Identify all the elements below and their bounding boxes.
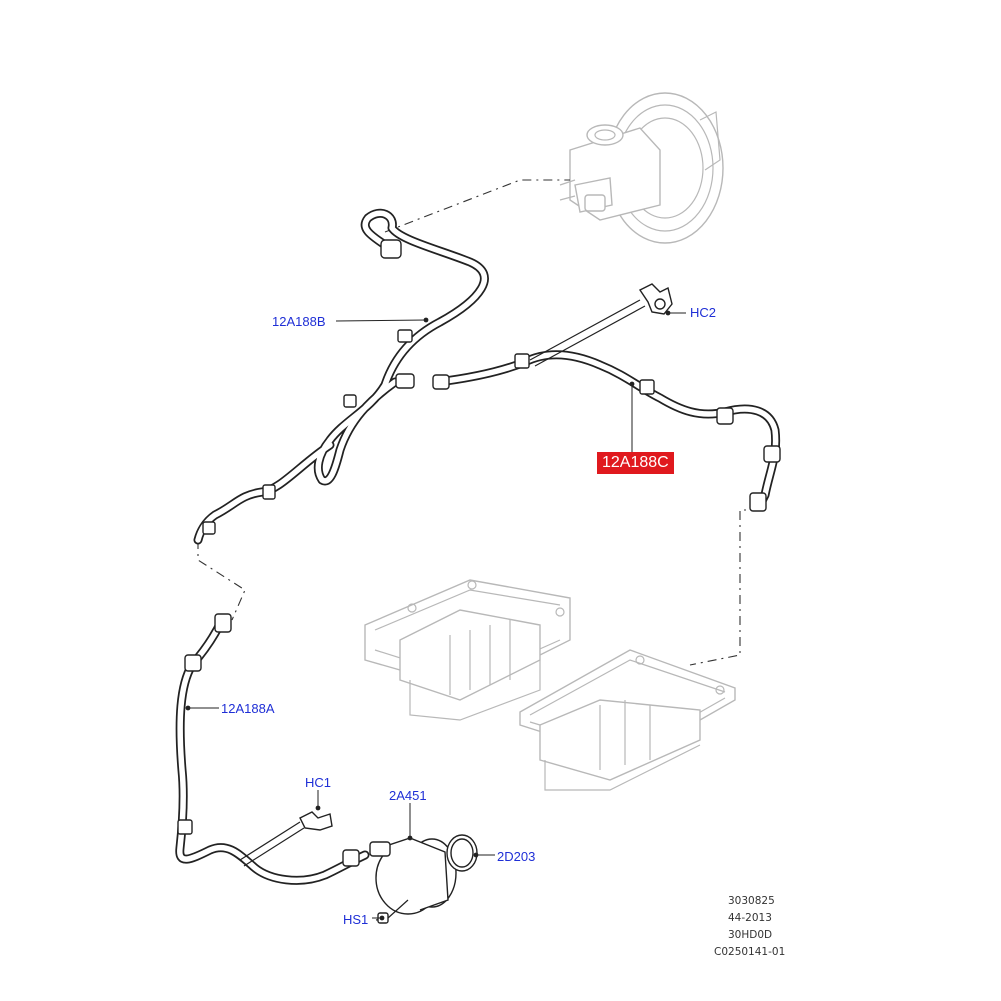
gasket-2D203	[446, 834, 478, 872]
leader-lines	[185, 310, 686, 921]
engine-oil-pan-right	[519, 649, 736, 791]
reference-line-1: 3030825	[728, 895, 775, 907]
label-12A188B[interactable]: 12A188B	[272, 314, 326, 329]
clip-hc1-part	[239, 811, 333, 867]
label-HC1[interactable]: HC1	[305, 775, 332, 790]
reference-line-4: C0250141-01	[714, 946, 786, 958]
hose-12A188C	[432, 350, 781, 512]
reference-line-3: 30HD0D	[728, 929, 773, 941]
label-HS1[interactable]: HS1	[343, 912, 369, 927]
hose-12A188A	[175, 613, 370, 885]
hose-12A188B	[193, 208, 489, 545]
clip-hc2-part	[529, 283, 673, 367]
label-2A451[interactable]: 2A451	[389, 788, 427, 803]
engine-oil-pan-left	[364, 579, 571, 721]
reference-line-2: 44-2013	[728, 912, 772, 924]
brake-booster-master-cylinder	[559, 92, 724, 244]
label-12A188A[interactable]: 12A188A	[221, 701, 275, 716]
label-2D203[interactable]: 2D203	[497, 849, 536, 864]
label-HC2[interactable]: HC2	[690, 305, 717, 320]
label-12A188C-highlighted[interactable]: 12A188C	[597, 452, 674, 474]
connection-lines	[197, 179, 760, 666]
vacuum-pump-2A451	[369, 837, 457, 924]
